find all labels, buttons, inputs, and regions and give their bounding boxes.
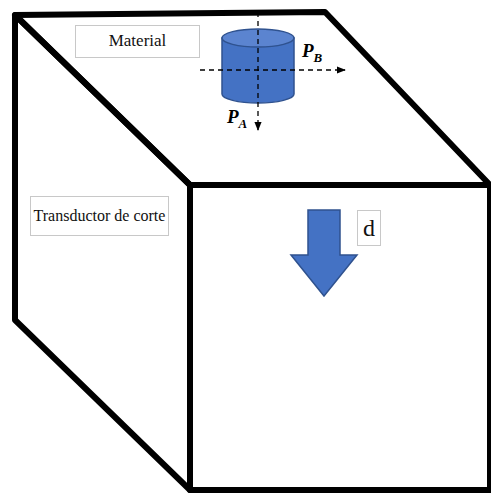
- box-text: d: [363, 215, 375, 241]
- displacement-arrow: [291, 210, 357, 296]
- force-a-label: PA: [227, 106, 247, 132]
- box-text: Material: [109, 32, 167, 51]
- cube-front-face: [190, 185, 490, 490]
- cube-left-face: [15, 15, 190, 490]
- transducer-box: Transductor de corte: [30, 196, 169, 236]
- force-b-axis: [200, 69, 345, 70]
- force-b-label: PB: [302, 40, 322, 66]
- cube-top-face: [15, 12, 490, 185]
- displacement-box: d: [357, 210, 381, 246]
- material-box: Material: [75, 25, 200, 58]
- force-a-axis: [257, 12, 258, 130]
- box-text: Transductor de corte: [34, 207, 166, 225]
